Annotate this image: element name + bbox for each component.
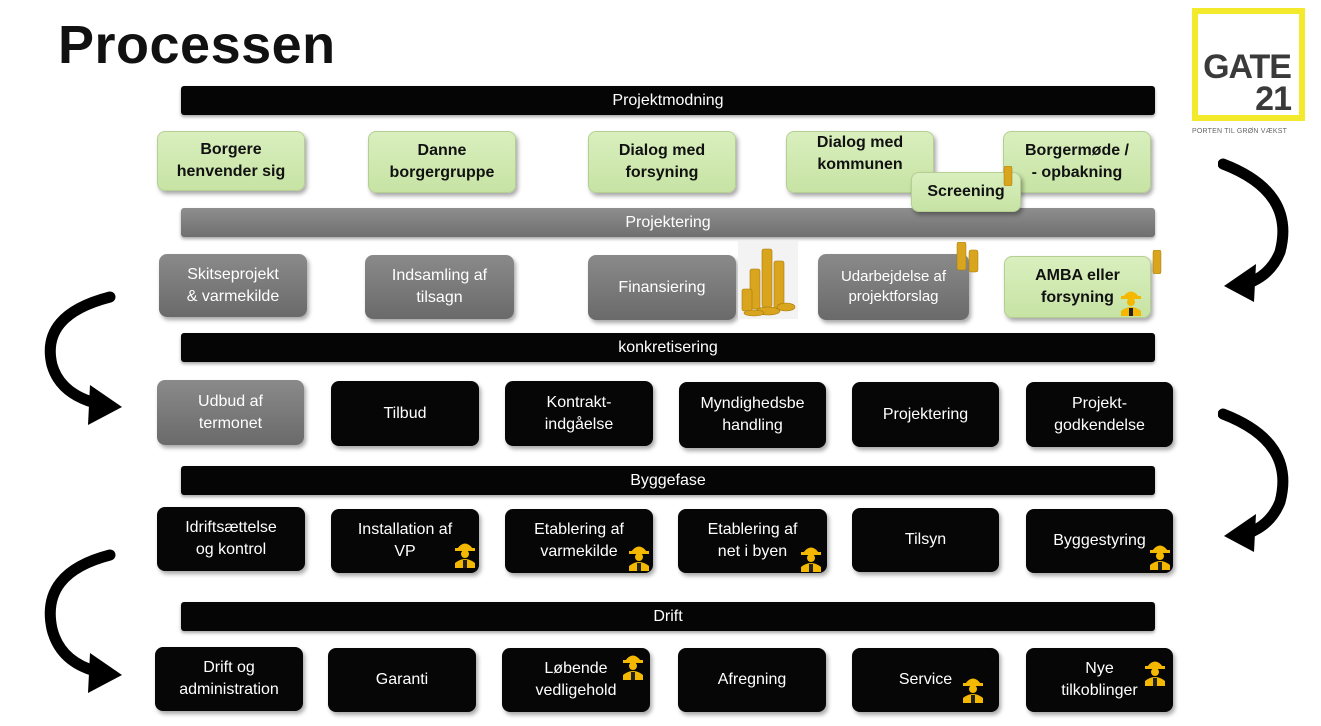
step-label: Service <box>898 671 953 689</box>
step-label: Idriftsættelse og kontrol <box>185 519 277 558</box>
step-borgermode-opbakning: Borgermøde / - opbakning <box>1003 131 1151 193</box>
step-label: Udarbejdelse af projektforslag <box>840 267 947 305</box>
step-etablering-af-varmekilde: Etablering af varmekilde <box>505 509 653 573</box>
phase-bar-konkretisering: konkretisering <box>181 333 1155 362</box>
step-label: Tilsyn <box>904 531 947 549</box>
step-label: Kontrakt- indgåelse <box>544 393 614 433</box>
step-label: Løbende vedligehold <box>535 660 617 699</box>
step-projektgodkendelse: Projekt- godkendelse <box>1026 382 1173 447</box>
logo-tagline: PORTEN TIL GRØN VÆKST <box>1192 128 1288 135</box>
step-label: Dialog med forsyning <box>618 142 706 181</box>
curved-arrow-icon <box>44 549 122 693</box>
curved-arrow-icon <box>1218 408 1289 552</box>
step-dialog-med-kommunen: Dialog med kommunen <box>786 131 934 193</box>
step-label: Finansiering <box>618 278 706 296</box>
step-myndighedsbehandling: Myndighedsbe handling <box>679 382 826 448</box>
step-installation-af-vp: Installation af VP <box>331 509 479 573</box>
step-udbud-af-termonet: Udbud af termonet <box>157 380 304 445</box>
step-indsamling-af-tilsagn: Indsamling af tilsagn <box>365 255 514 319</box>
worker-icon <box>963 678 983 703</box>
worker-icon <box>801 547 821 572</box>
step-screening: Screening <box>911 172 1021 212</box>
step-projektering: Projektering <box>852 382 999 447</box>
step-idriftsaettelse: Idriftsættelse og kontrol <box>157 507 305 571</box>
step-label: Drift og administration <box>179 659 279 698</box>
curved-arrow-icon <box>44 291 122 425</box>
gate21-logo: GATE 21 <box>1192 8 1305 121</box>
step-label: Garanti <box>375 671 429 689</box>
step-amba-eller-forsyning: AMBA eller forsyning <box>1004 256 1151 318</box>
worker-icon <box>623 655 643 680</box>
step-skitseprojekt: Skitseprojekt & varmekilde <box>159 254 307 317</box>
step-label: Skitseprojekt & varmekilde <box>186 265 280 305</box>
step-drift-og-administration: Drift og administration <box>155 647 303 711</box>
worker-icon <box>1145 661 1165 686</box>
phase-bar-drift: Drift <box>181 602 1155 631</box>
step-dialog-med-forsyning: Dialog med forsyning <box>588 131 736 193</box>
step-label: Projektering <box>882 405 969 423</box>
coins-icon <box>738 241 798 319</box>
step-garanti: Garanti <box>328 648 476 712</box>
step-label: Borgere henvender sig <box>176 141 286 180</box>
step-label: Tilbud <box>383 404 427 422</box>
phase-bar-projektmodning: Projektmodning <box>181 86 1155 115</box>
worker-icon <box>1121 291 1141 316</box>
step-borgere-henvender-sig: Borgere henvender sig <box>157 131 305 191</box>
step-label: Installation af VP <box>357 521 453 560</box>
page-title: Processen <box>58 15 336 75</box>
coins-icon <box>956 242 979 273</box>
step-label: Borgermøde / - opbakning <box>1024 142 1129 181</box>
step-label: Udbud af termonet <box>198 392 263 432</box>
step-etablering-af-net: Etablering af net i byen <box>678 509 827 573</box>
step-udarbejdelse-af-projektforslag: Udarbejdelse af projektforslag <box>818 254 969 320</box>
step-label: Etablering af varmekilde <box>534 521 624 560</box>
logo-line1: GATE <box>1203 48 1292 86</box>
step-label: Projekt- godkendelse <box>1054 394 1145 434</box>
coins-icon <box>1003 166 1013 186</box>
curved-arrow-icon <box>1218 158 1289 302</box>
logo-line2: 21 <box>1255 80 1292 118</box>
step-label: Byggestyring <box>1053 532 1146 550</box>
step-label: Screening <box>927 183 1005 201</box>
step-finansiering: Finansiering <box>588 255 736 320</box>
phase-bar-byggefase: Byggefase <box>181 466 1155 495</box>
step-label: AMBA eller forsyning <box>1035 267 1120 306</box>
step-label: Dialog med kommunen <box>816 134 904 173</box>
step-danne-borgergruppe: Danne borgergruppe <box>368 131 516 193</box>
step-tilbud: Tilbud <box>331 381 479 446</box>
step-afregning: Afregning <box>678 648 826 712</box>
worker-icon <box>1150 545 1170 570</box>
step-lobende-vedligehold: Løbende vedligehold <box>502 648 650 712</box>
step-label: Nye tilkoblinger <box>1061 660 1138 699</box>
step-kontraktindgaelse: Kontrakt- indgåelse <box>505 381 653 446</box>
coins-icon <box>1152 250 1162 274</box>
step-label: Afregning <box>717 671 787 689</box>
step-label: Etablering af net i byen <box>707 521 798 560</box>
step-byggestyring: Byggestyring <box>1026 509 1173 573</box>
worker-icon <box>629 546 649 571</box>
step-label: Myndighedsbe handling <box>700 395 805 434</box>
worker-icon <box>455 543 475 568</box>
step-label: Danne borgergruppe <box>389 142 495 181</box>
step-label: Indsamling af tilsagn <box>391 267 488 306</box>
step-tilsyn: Tilsyn <box>852 508 999 572</box>
phase-bar-projektering: Projektering <box>181 208 1155 237</box>
